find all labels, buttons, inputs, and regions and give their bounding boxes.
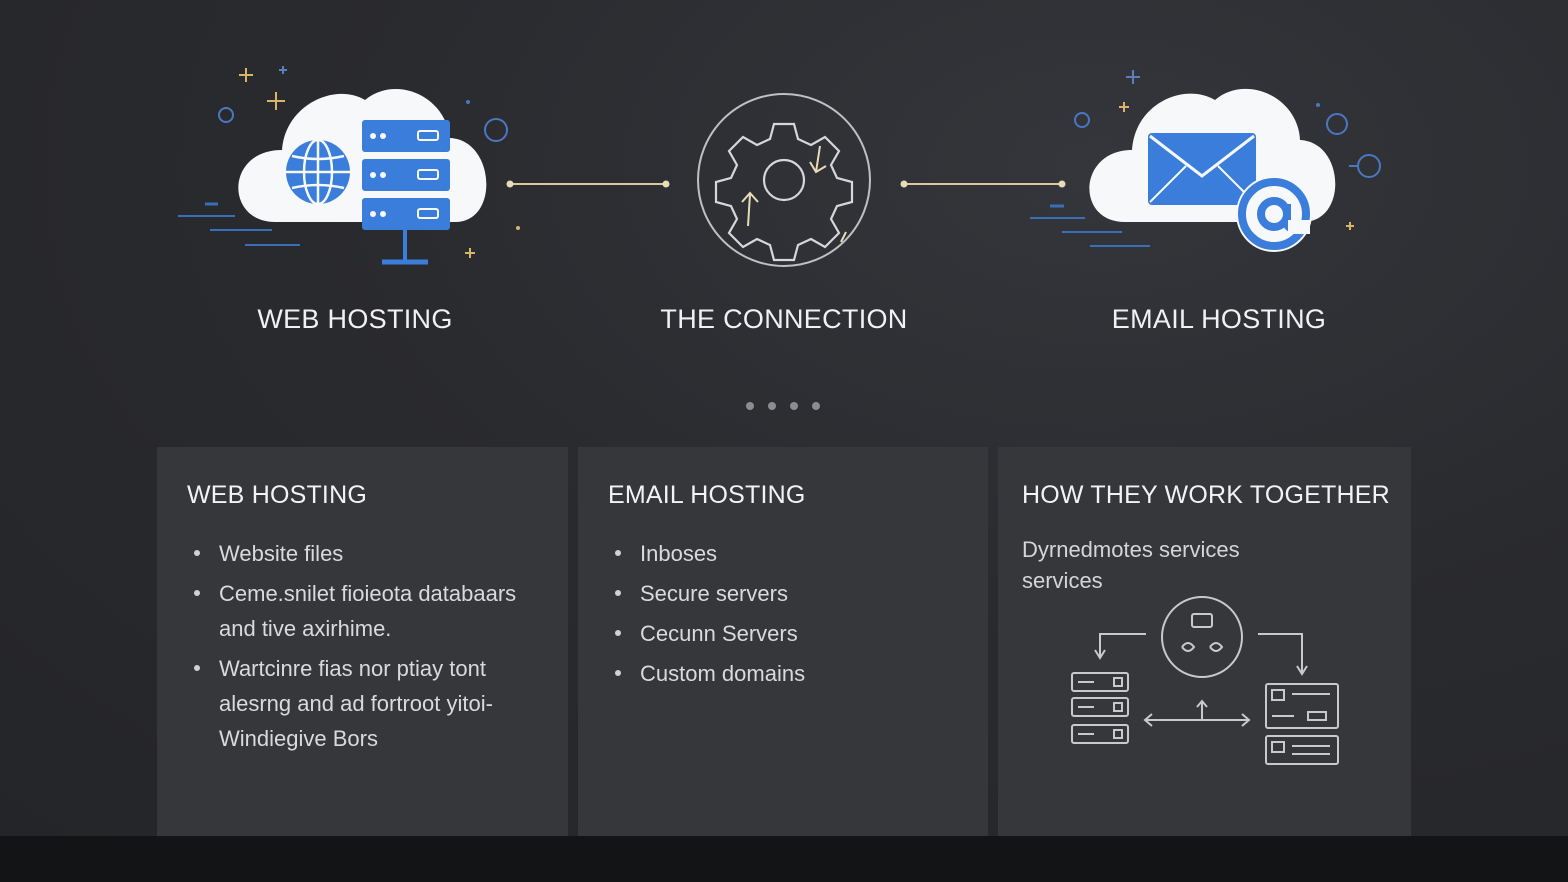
list-item: Inboses: [608, 536, 958, 571]
list-item: Custom domains: [608, 656, 958, 691]
connector-left: [506, 180, 670, 188]
hero-diagram: [178, 66, 1381, 267]
panel-title: WEB HOSTING: [187, 481, 367, 509]
connector-right: [900, 180, 1066, 188]
panel-title: EMAIL HOSTING: [608, 481, 806, 509]
email-hosting-cloud-icon: [1030, 70, 1381, 252]
bottom-bar: [0, 836, 1568, 882]
panel-title: HOW THEY WORK TOGETHER: [1022, 481, 1390, 509]
email-hosting-panel: EMAIL HOSTING Inboses Secure servers Cec…: [578, 447, 988, 836]
email-hosting-label: EMAIL HOSTING: [1111, 304, 1327, 334]
web-hosting-list: Website files Ceme.snilet fioieota datab…: [187, 536, 538, 756]
web-hosting-label: WEB HOSTING: [257, 304, 453, 334]
list-item: Ceme.snilet fioieota databaars and tive …: [187, 576, 538, 646]
pagination-dot[interactable]: [768, 402, 776, 410]
how-they-work-panel: HOW THEY WORK TOGETHER Dyrnedmotes servi…: [998, 447, 1411, 836]
workflow-diagram-icon: [1071, 596, 1339, 765]
list-item: Cecunn Servers: [608, 616, 958, 651]
pagination-dots: [746, 402, 820, 410]
pagination-dot[interactable]: [790, 402, 798, 410]
gear-icon: [697, 93, 871, 267]
list-item: Secure servers: [608, 576, 958, 611]
at-sign-icon: [1236, 176, 1312, 252]
email-hosting-list: Inboses Secure servers Cecunn Servers Cu…: [608, 536, 958, 691]
globe-icon: [286, 138, 350, 206]
web-hosting-cloud-icon: [178, 66, 520, 265]
envelope-icon: [1148, 133, 1256, 205]
panel-description: Dyrnedmotes services services: [1022, 537, 1240, 593]
diagram-canvas: WEB HOSTING THE CONNECTION EMAIL HOSTING…: [0, 0, 1568, 836]
connection-label: THE CONNECTION: [660, 304, 908, 334]
pagination-dot[interactable]: [746, 402, 754, 410]
web-hosting-panel: WEB HOSTING Website files Ceme.snilet fi…: [157, 447, 568, 836]
server-icon: [362, 120, 450, 265]
pagination-dot[interactable]: [812, 402, 820, 410]
list-item: Wartcinre fias nor ptiay tont alesrng an…: [187, 651, 538, 756]
list-item: Website files: [187, 536, 538, 571]
